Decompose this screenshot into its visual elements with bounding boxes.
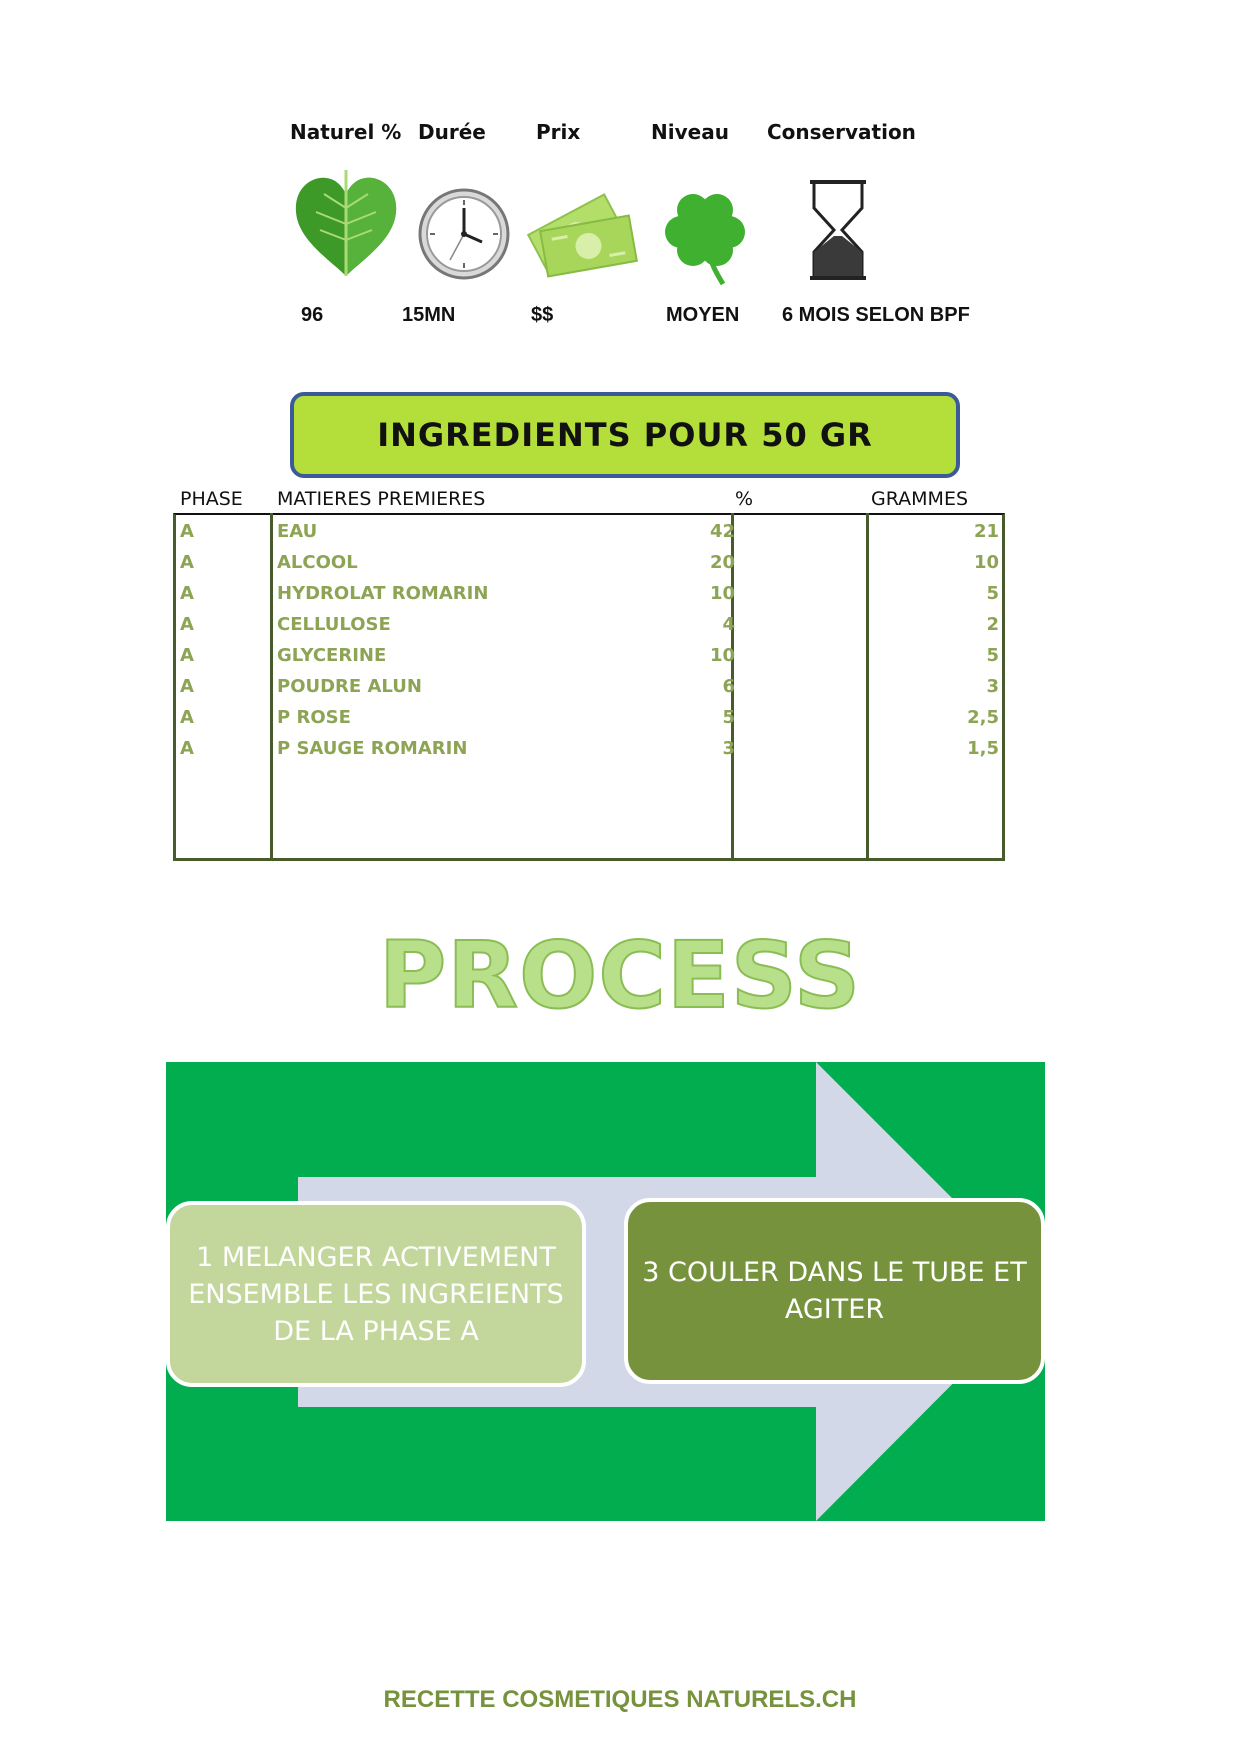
table-divider	[731, 513, 734, 861]
cell-percent: 42	[709, 521, 735, 542]
process-step-1-text: 1 MELANGER ACTIVEMENT ENSEMBLE LES INGRE…	[188, 1241, 564, 1347]
table-row: A CELLULOSE 4 2	[173, 610, 1005, 641]
cell-phase: A	[180, 583, 194, 604]
banner-title: INGREDIENTS POUR 50 GR	[377, 416, 873, 454]
footer-text: RECETTE COSMETIQUES NATURELS.CH	[383, 1686, 857, 1713]
cell-name: P SAUGE ROMARIN	[277, 738, 468, 759]
stat-label-prix: Prix	[536, 120, 581, 144]
money-icon	[522, 190, 642, 291]
cell-phase: A	[180, 707, 194, 728]
table-row: A HYDROLAT ROMARIN 10 5	[173, 579, 1005, 610]
hourglass-icon	[808, 178, 868, 287]
cell-grams: 1,5	[967, 738, 999, 759]
process-title: PROCESS	[378, 921, 862, 1030]
table-row: A ALCOOL 20 10	[173, 548, 1005, 579]
table-row: A P SAUGE ROMARIN 3 1,5	[173, 734, 1005, 765]
ingredients-rows: A EAU 42 21 A ALCOOL 20 10 A HYDROLAT RO…	[173, 517, 1005, 765]
clover-icon	[657, 186, 753, 291]
cell-grams: 21	[973, 521, 999, 542]
header-grammes: GRAMMES	[871, 488, 969, 510]
cell-grams: 5	[986, 583, 999, 604]
header-percent: %	[735, 488, 754, 510]
cell-percent: 10	[709, 583, 735, 604]
table-divider	[270, 513, 273, 861]
ingredients-table	[173, 513, 1005, 861]
cell-grams: 5	[986, 645, 999, 666]
stat-label-niveau: Niveau	[651, 120, 729, 144]
stat-label-duree: Durée	[418, 120, 486, 144]
stat-value-naturel: 96	[301, 304, 324, 326]
cell-phase: A	[180, 521, 194, 542]
cell-phase: A	[180, 676, 194, 697]
stat-value-conservation: 6 MOIS SELON BPF	[782, 304, 970, 326]
cell-percent: 20	[709, 552, 735, 573]
cell-name: HYDROLAT ROMARIN	[277, 583, 489, 604]
cell-percent: 5	[722, 707, 735, 728]
cell-phase: A	[180, 614, 194, 635]
cell-grams: 2	[986, 614, 999, 635]
process-flow: 1 MELANGER ACTIVEMENT ENSEMBLE LES INGRE…	[166, 1062, 1045, 1521]
cell-phase: A	[180, 738, 194, 759]
header-phase: PHASE	[180, 488, 243, 510]
cell-percent: 10	[709, 645, 735, 666]
table-row: A P ROSE 5 2,5	[173, 703, 1005, 734]
cell-phase: A	[180, 552, 194, 573]
table-row: A GLYCERINE 10 5	[173, 641, 1005, 672]
ingredients-banner: INGREDIENTS POUR 50 GR	[290, 392, 960, 478]
table-divider	[866, 513, 869, 861]
heart-leaf-icon	[294, 168, 398, 283]
process-step-2: 3 COULER DANS LE TUBE ET AGITER	[624, 1198, 1045, 1384]
process-step-2-text: 3 COULER DANS LE TUBE ET AGITER	[642, 1257, 1027, 1325]
cell-name: P ROSE	[277, 707, 351, 728]
cell-grams: 2,5	[967, 707, 999, 728]
header-matieres: MATIERES PREMIERES	[277, 488, 486, 510]
cell-phase: A	[180, 645, 194, 666]
table-row: A EAU 42 21	[173, 517, 1005, 548]
cell-percent: 3	[722, 738, 735, 759]
stat-value-prix: $$	[531, 304, 554, 326]
cell-name: ALCOOL	[277, 552, 358, 573]
cell-percent: 4	[722, 614, 735, 635]
cell-name: CELLULOSE	[277, 614, 391, 635]
cell-name: GLYCERINE	[277, 645, 387, 666]
stat-value-duree: 15MN	[402, 304, 456, 326]
table-row: A POUDRE ALUN 6 3	[173, 672, 1005, 703]
cell-name: EAU	[277, 521, 318, 542]
cell-grams: 10	[973, 552, 999, 573]
process-step-1: 1 MELANGER ACTIVEMENT ENSEMBLE LES INGRE…	[166, 1201, 586, 1387]
stat-label-naturel: Naturel %	[290, 120, 402, 144]
stat-value-niveau: MOYEN	[666, 304, 740, 326]
cell-grams: 3	[986, 676, 999, 697]
cell-percent: 6	[722, 676, 735, 697]
stat-label-conservation: Conservation	[767, 120, 916, 144]
clock-icon	[416, 186, 512, 287]
cell-name: POUDRE ALUN	[277, 676, 422, 697]
